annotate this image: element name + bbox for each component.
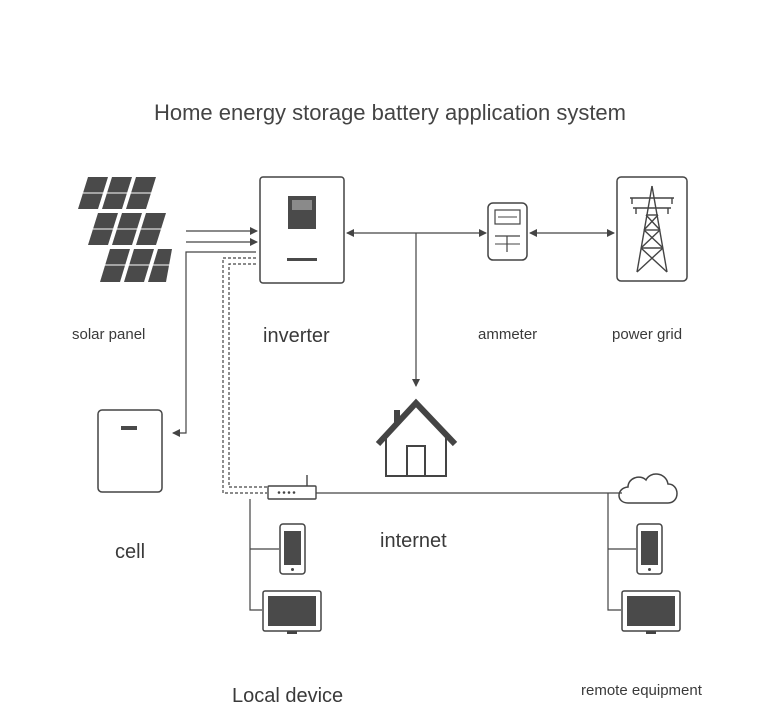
inverter-label: inverter xyxy=(263,325,330,347)
monitor-icon xyxy=(262,590,322,634)
monitor-icon xyxy=(621,590,681,634)
phone-icon xyxy=(636,523,663,575)
connection-lines xyxy=(172,227,636,611)
remote-equipment-label: remote equipment xyxy=(581,682,702,699)
cell-label: cell xyxy=(115,541,146,563)
phone-icon xyxy=(279,523,306,575)
house-icon xyxy=(375,398,458,477)
diagram-title: Home energy storage battery application … xyxy=(153,100,626,125)
power-tower-icon xyxy=(616,176,688,282)
power-grid-label: power grid xyxy=(612,326,683,343)
router-icon xyxy=(267,475,317,500)
cloud-icon xyxy=(618,473,678,504)
local-device-label: Local device xyxy=(232,685,344,707)
solar-panel-label: solar panel xyxy=(72,326,146,343)
inverter-icon xyxy=(259,176,345,284)
battery-cell-icon xyxy=(97,409,163,493)
internet-label: internet xyxy=(380,530,447,552)
ammeter-label: ammeter xyxy=(478,326,538,343)
ammeter-icon xyxy=(487,202,528,261)
solar-panel-icon xyxy=(78,177,172,282)
